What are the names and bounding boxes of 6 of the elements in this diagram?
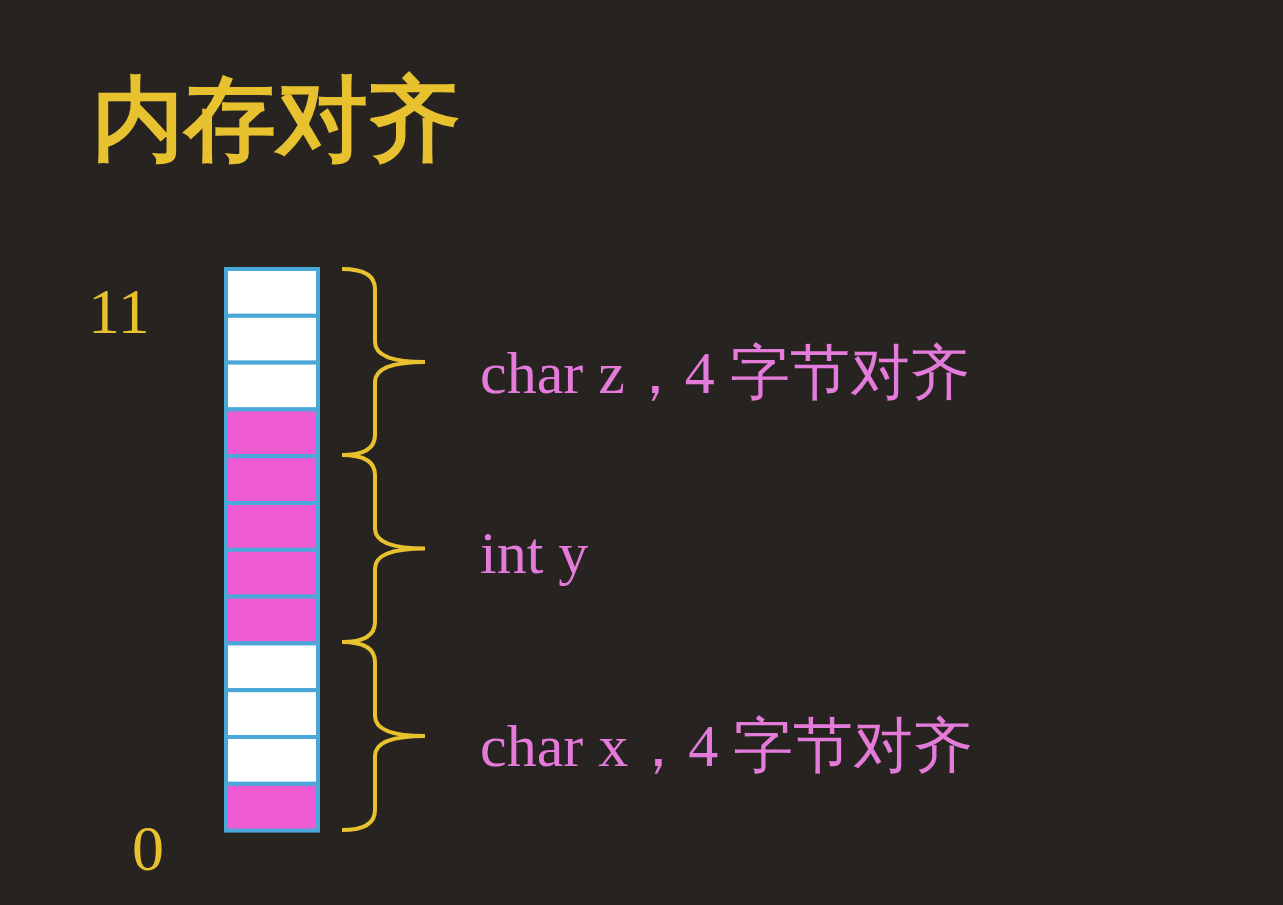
title: 内存对齐 (92, 65, 460, 175)
field-label: char x，4 字节对齐 (480, 712, 974, 781)
field-label: int y (480, 519, 589, 588)
address-label: 11 (88, 275, 150, 349)
field-label: char z，4 字节对齐 (480, 339, 970, 408)
address-label: 0 (132, 812, 164, 886)
